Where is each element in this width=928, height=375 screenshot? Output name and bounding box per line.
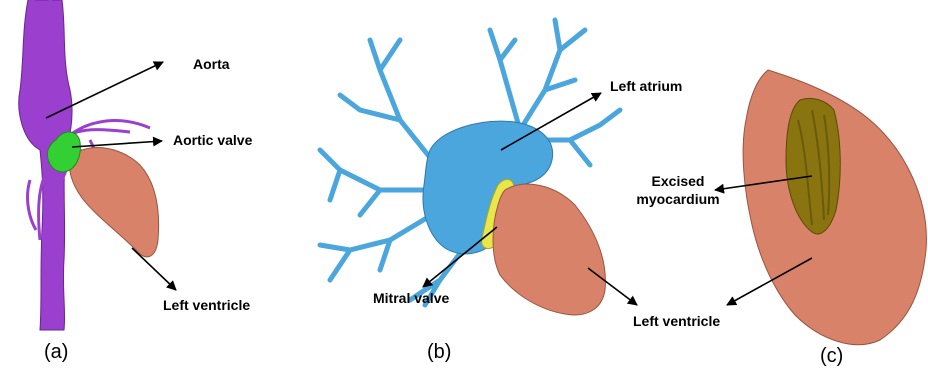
panel-c-illustration bbox=[743, 70, 926, 345]
arrow-aortic-valve bbox=[72, 141, 162, 147]
left-ventricle-shape-a bbox=[70, 148, 159, 257]
panel-a-illustration bbox=[19, 0, 159, 330]
label-aorta: Aorta bbox=[193, 56, 230, 72]
caption-a: (a) bbox=[44, 341, 68, 364]
label-excised-line2: myocardium bbox=[632, 191, 724, 207]
label-left-ventricle-b: Left ventricle bbox=[633, 313, 720, 329]
panel-b-illustration bbox=[320, 20, 620, 315]
label-left-ventricle-a: Left ventricle bbox=[163, 297, 250, 313]
caption-b: (b) bbox=[427, 341, 451, 364]
label-aortic-valve: Aortic valve bbox=[173, 132, 252, 148]
label-excised-line1: Excised bbox=[632, 173, 724, 189]
arrow-left-ventricle-a bbox=[132, 248, 176, 290]
caption-c: (c) bbox=[820, 345, 843, 368]
left-ventricle-shape-b bbox=[493, 184, 605, 315]
label-left-atrium: Left atrium bbox=[610, 78, 682, 94]
label-mitral-valve: Mitral valve bbox=[373, 290, 449, 306]
